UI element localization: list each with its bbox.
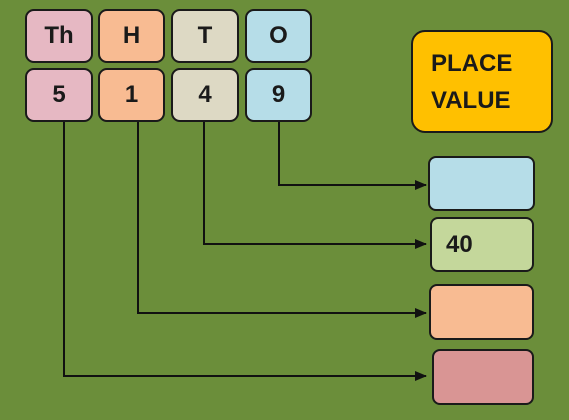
answer-box-thousands[interactable] bbox=[432, 349, 534, 405]
place-value-title: PLACE VALUE bbox=[411, 30, 553, 133]
header-tens: T bbox=[171, 9, 239, 63]
arrow-tens bbox=[203, 121, 427, 249]
digit-ones: 9 bbox=[245, 68, 312, 122]
digit-thousands: 5 bbox=[25, 68, 93, 122]
arrow-ones bbox=[278, 121, 427, 190]
answer-box-tens[interactable]: 40 bbox=[430, 217, 534, 272]
digit-tens: 4 bbox=[171, 68, 239, 122]
digit-hundreds: 1 bbox=[98, 68, 165, 122]
title-line-2: VALUE bbox=[431, 86, 511, 114]
answer-box-ones[interactable] bbox=[428, 156, 535, 211]
arrow-thousands bbox=[63, 121, 427, 381]
header-hundreds: H bbox=[98, 9, 165, 63]
title-line-1: PLACE bbox=[431, 49, 513, 77]
header-ones: O bbox=[245, 9, 312, 63]
header-thousands: Th bbox=[25, 9, 93, 63]
answer-box-hundreds[interactable] bbox=[429, 284, 534, 340]
arrow-hundreds bbox=[137, 121, 427, 318]
